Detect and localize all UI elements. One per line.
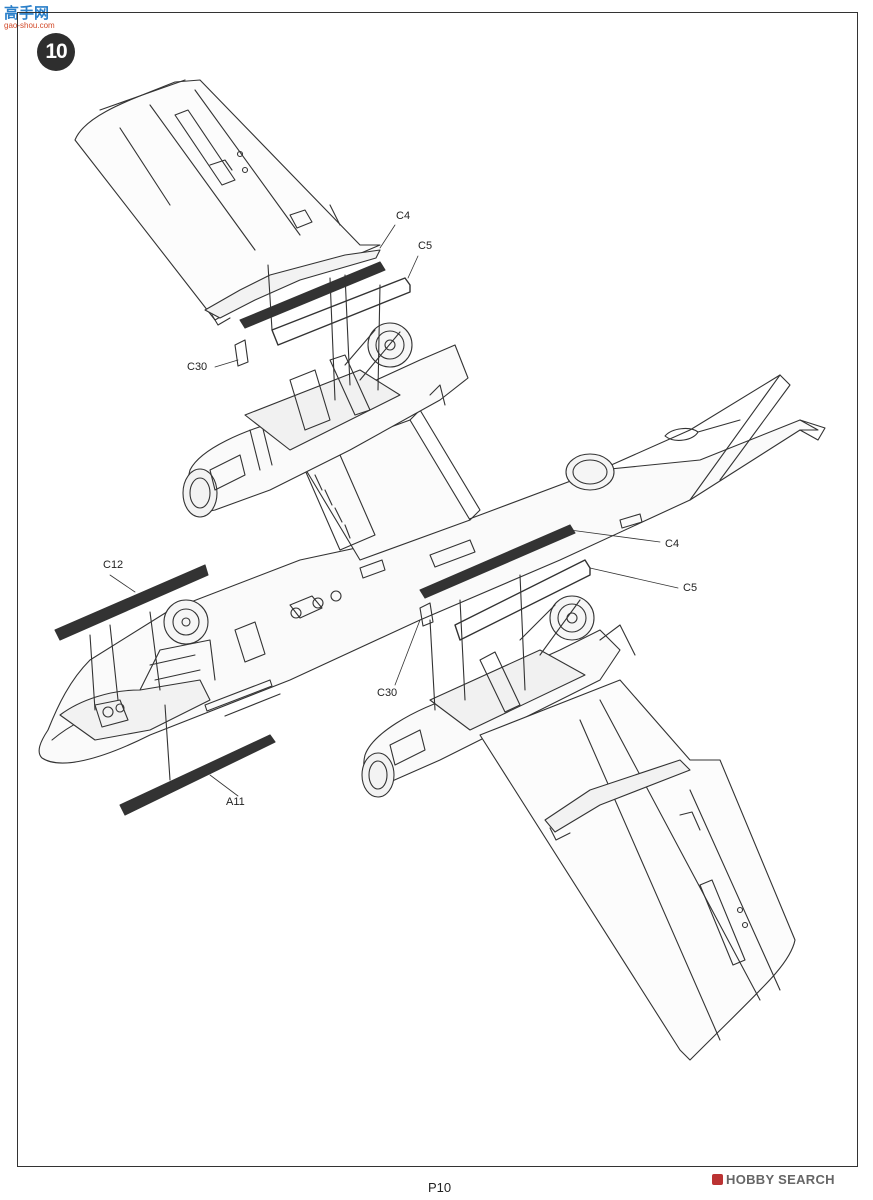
lower-wing: [479, 679, 796, 1061]
callout-c5-top: C5: [418, 240, 433, 252]
page-frame: [17, 12, 858, 1167]
watermark-logo: 高手网 gao-shou.com: [4, 4, 55, 31]
lower-parts: [419, 524, 591, 711]
hobby-search-icon: [712, 1174, 723, 1185]
watermark-url: gao-shou.com: [4, 21, 55, 30]
watermark-title: 高手网: [4, 4, 50, 22]
hobby-search-label: HOBBY SEARCH: [726, 1172, 835, 1187]
step-number-badge: 10: [37, 33, 75, 71]
page-number: P10: [428, 1180, 452, 1195]
nose-parts: [54, 564, 276, 816]
lower-pylon: [544, 759, 691, 841]
upper-parts: [204, 249, 411, 401]
lower-gear-bay: [429, 595, 595, 731]
callout-a11: A11: [226, 796, 245, 808]
callout-c5-mid: C5: [683, 582, 698, 594]
cockpit: [59, 639, 216, 741]
leader-lines: [109, 224, 679, 797]
callout-c4-top: C4: [396, 210, 411, 222]
center-section: [299, 409, 481, 561]
upper-wing: [74, 79, 381, 321]
callout-c4-mid: C4: [665, 538, 680, 550]
hobby-search-credit: HOBBY SEARCH: [712, 1172, 835, 1187]
callout-c12: C12: [103, 559, 124, 571]
callout-c30-top: C30: [187, 361, 208, 373]
callout-c30-bottom: C30: [377, 687, 398, 699]
